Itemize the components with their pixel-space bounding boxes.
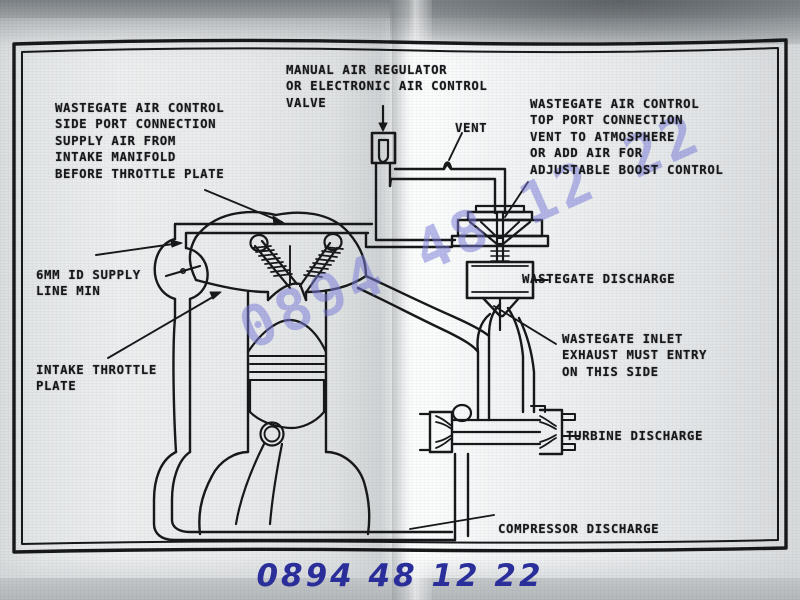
- label-wastegate-discharge: WASTEGATE DISCHARGE: [522, 271, 676, 286]
- label-wastegate-top-port: WASTEGATE AIR CONTROL TOP PORT CONNECTIO…: [530, 96, 724, 177]
- label-manual-air-regulator: MANUAL AIR REGULATOR OR ELECTRONIC AIR C…: [286, 62, 488, 110]
- label-compressor-discharge: COMPRESSOR DISCHARGE: [498, 521, 660, 536]
- label-supply-line: 6MM ID SUPPLY LINE MIN: [36, 267, 141, 299]
- label-wastegate-side-port: WASTEGATE AIR CONTROL SIDE PORT CONNECTI…: [55, 100, 225, 181]
- label-wastegate-inlet: WASTEGATE INLET EXHAUST MUST ENTRY ON TH…: [562, 331, 708, 379]
- paper-top-shadow-right: [390, 0, 800, 44]
- label-intake-throttle-plate: INTAKE THROTTLE PLATE: [36, 362, 157, 394]
- label-vent: VENT: [455, 120, 488, 135]
- label-turbine-discharge: TURBINE DISCHARGE: [566, 428, 704, 443]
- paper-fold-crease: [392, 0, 432, 600]
- bottom-phone-watermark: 0894 48 12 22: [256, 558, 544, 594]
